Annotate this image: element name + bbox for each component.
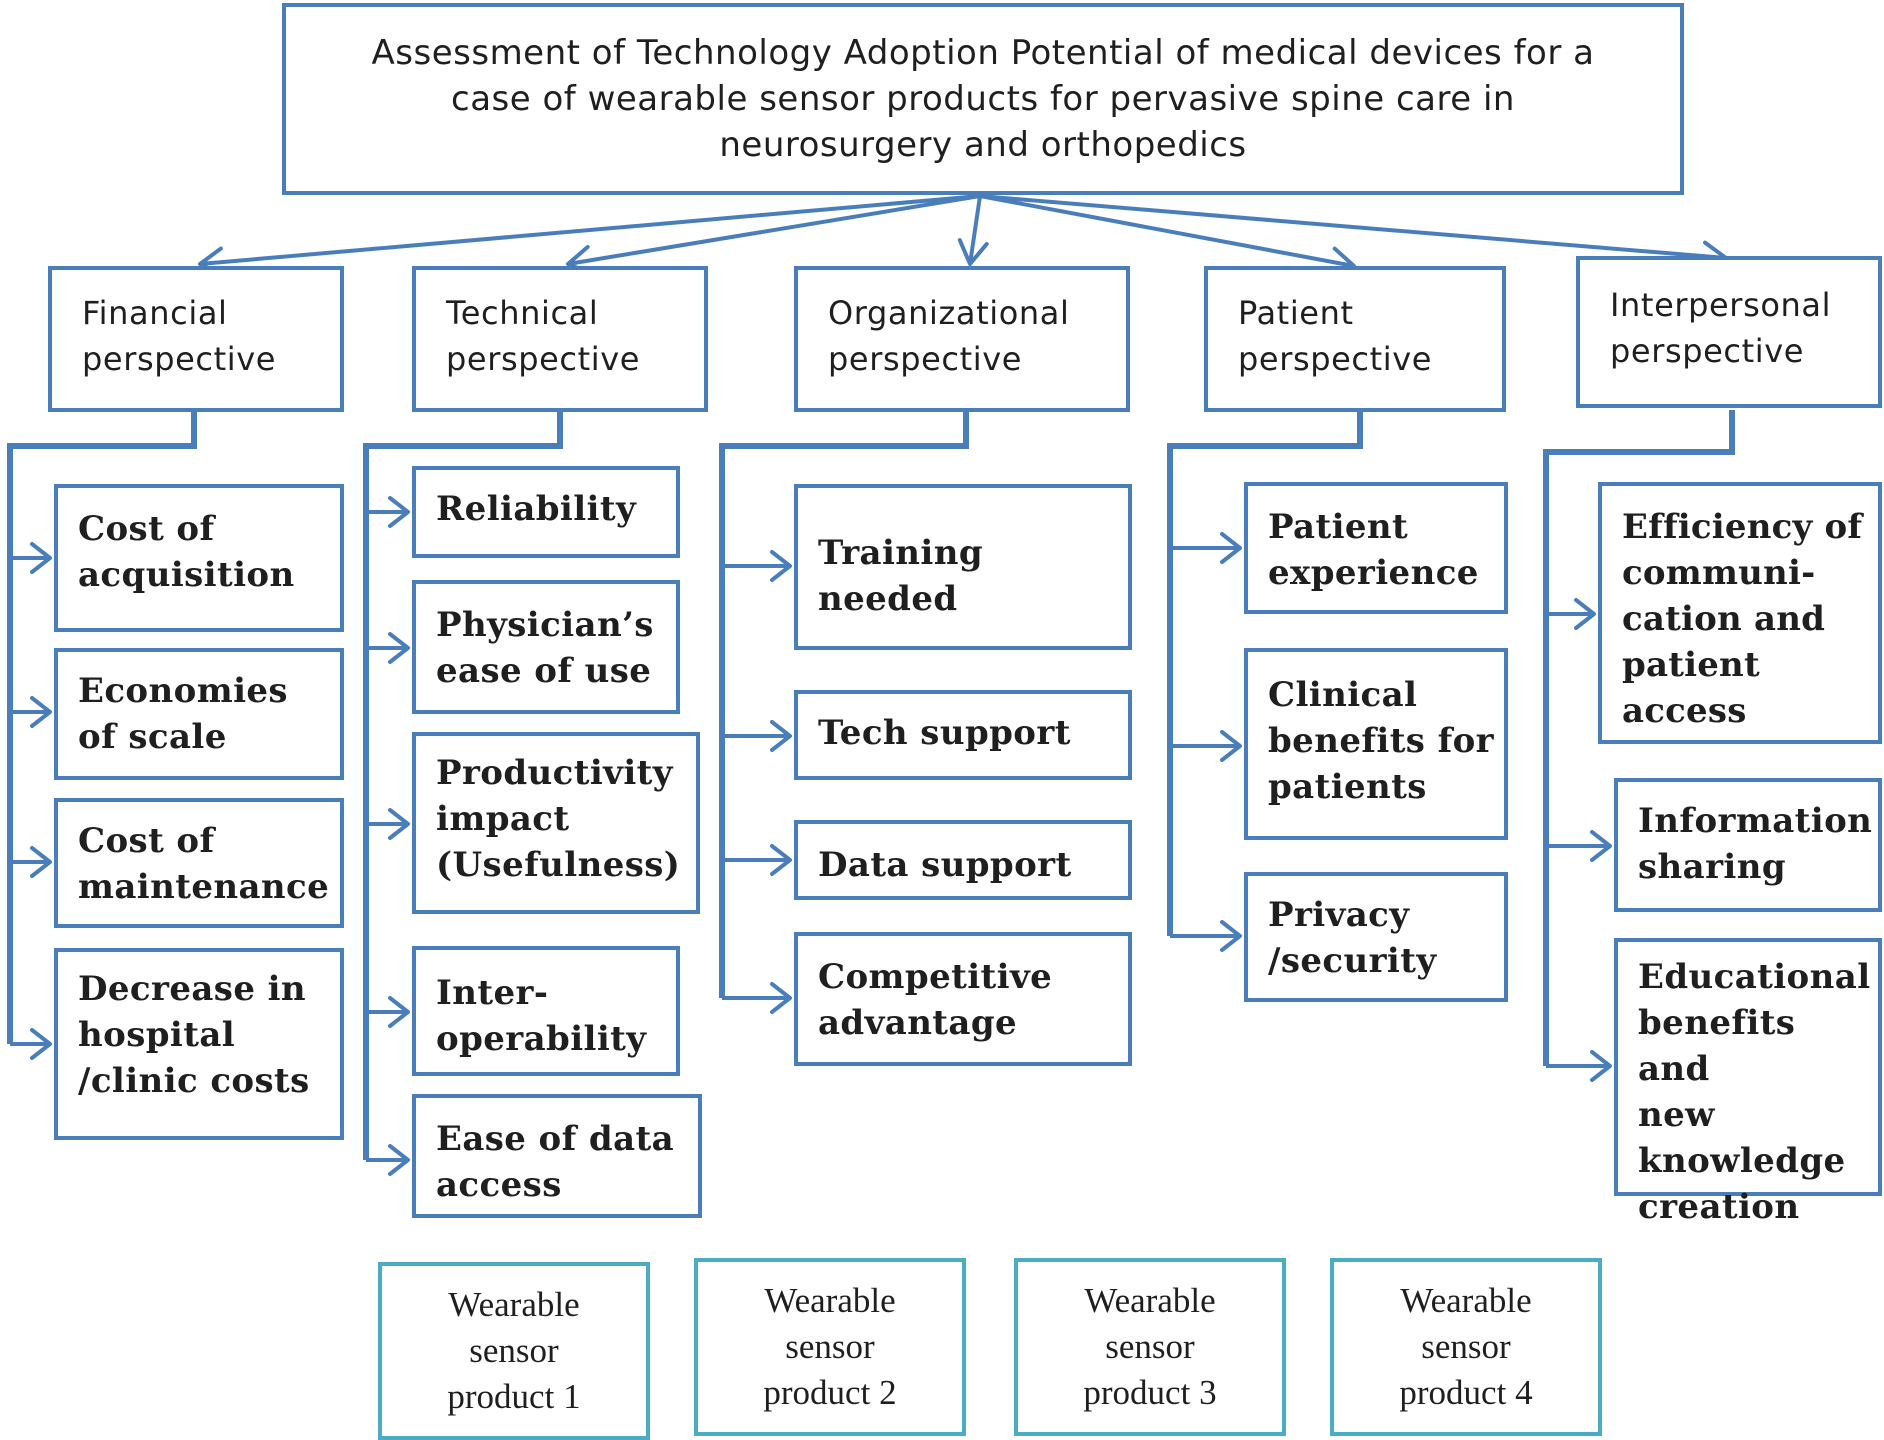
arrowhead-criterion-3-4 bbox=[770, 982, 792, 1014]
arrowhead-criterion-1-4 bbox=[30, 1028, 52, 1060]
criterion-physicians-ease-of-use: Physician’s ease of use bbox=[412, 580, 680, 714]
perspective-technical: Technical perspective bbox=[412, 266, 708, 412]
product-box-1: Wearable sensor product 1 bbox=[378, 1262, 650, 1440]
arrowhead-criterion-1-1 bbox=[30, 542, 52, 574]
bracket-connector-3 bbox=[719, 412, 969, 998]
criterion-privacy-security: Privacy /security bbox=[1244, 872, 1508, 1002]
arrowhead-criterion-2-3 bbox=[388, 808, 410, 840]
arrowhead-criterion-5-1 bbox=[1574, 598, 1596, 630]
criterion-tech-support: Tech support bbox=[794, 690, 1132, 780]
arrowhead-criterion-1-2 bbox=[30, 696, 52, 728]
criterion-interoperability: Inter- operability bbox=[412, 946, 680, 1076]
perspective-financial: Financial perspective bbox=[48, 266, 344, 412]
perspective-patient: Patient perspective bbox=[1204, 266, 1506, 412]
perspective-organizational: Organizational perspective bbox=[794, 266, 1130, 412]
product-box-2: Wearable sensor product 2 bbox=[694, 1258, 966, 1436]
criterion-cost-of-acquisition: Cost of acquisition bbox=[54, 484, 344, 632]
arrowhead-criterion-2-4 bbox=[388, 996, 410, 1028]
criterion-decrease-in-hospital-clinic-costs: Decrease in hospital /clinic costs bbox=[54, 948, 344, 1140]
connector-title-perspective-3 bbox=[968, 195, 982, 265]
arrowhead-criterion-3-3 bbox=[770, 844, 792, 876]
product-box-3: Wearable sensor product 3 bbox=[1014, 1258, 1286, 1436]
criterion-training-needed: Training needed bbox=[794, 484, 1132, 650]
criterion-efficiency-of-communication: Efficiency of communi- cation and patien… bbox=[1598, 482, 1882, 744]
title-box: Assessment of Technology Adoption Potent… bbox=[282, 3, 1684, 195]
criterion-patient-experience: Patient experience bbox=[1244, 482, 1508, 614]
arrowhead-criterion-5-3 bbox=[1590, 1050, 1612, 1082]
criterion-ease-of-data-access: Ease of data access bbox=[412, 1094, 702, 1218]
arrowhead-criterion-3-2 bbox=[770, 720, 792, 752]
criterion-competitive-advantage: Competitive advantage bbox=[794, 932, 1132, 1066]
arrowhead-criterion-4-3 bbox=[1220, 920, 1242, 952]
arrowhead-criterion-5-2 bbox=[1590, 830, 1612, 862]
bracket-connector-2 bbox=[363, 412, 563, 1160]
criterion-data-support: Data support bbox=[794, 820, 1132, 900]
criterion-information-sharing: Information sharing bbox=[1614, 778, 1882, 912]
criterion-reliability: Reliability bbox=[412, 466, 680, 558]
arrowhead-criterion-2-2 bbox=[388, 632, 410, 664]
arrowhead-criterion-3-1 bbox=[770, 550, 792, 582]
connector-title-perspective-5 bbox=[979, 194, 1727, 260]
criterion-economies-of-scale: Economies of scale bbox=[54, 648, 344, 780]
criterion-educational-benefits: Educational benefits and new knowledge c… bbox=[1614, 938, 1882, 1227]
arrowhead-criterion-4-1 bbox=[1220, 532, 1242, 564]
connector-title-perspective-1 bbox=[199, 194, 981, 266]
connector-title-perspective-4 bbox=[979, 194, 1355, 268]
arrowhead-perspective-3 bbox=[957, 238, 989, 266]
arrowhead-criterion-2-5 bbox=[388, 1144, 410, 1176]
product-box-4: Wearable sensor product 4 bbox=[1330, 1258, 1602, 1436]
connector-title-perspective-2 bbox=[567, 194, 981, 266]
criterion-clinical-benefits-for-patients: Clinical benefits for patients bbox=[1244, 648, 1508, 840]
arrowhead-criterion-1-3 bbox=[30, 846, 52, 878]
perspective-interpersonal: Interpersonal perspective bbox=[1576, 256, 1882, 408]
criterion-cost-of-maintenance: Cost of maintenance bbox=[54, 798, 344, 928]
arrowhead-criterion-4-2 bbox=[1220, 730, 1242, 762]
bracket-connector-5 bbox=[1543, 410, 1735, 1066]
criterion-productivity-impact: Productivity impact (Usefulness) bbox=[412, 732, 700, 914]
arrowhead-criterion-2-1 bbox=[388, 496, 410, 528]
bracket-connector-4 bbox=[1167, 412, 1363, 936]
bracket-connector-1 bbox=[7, 412, 197, 1044]
